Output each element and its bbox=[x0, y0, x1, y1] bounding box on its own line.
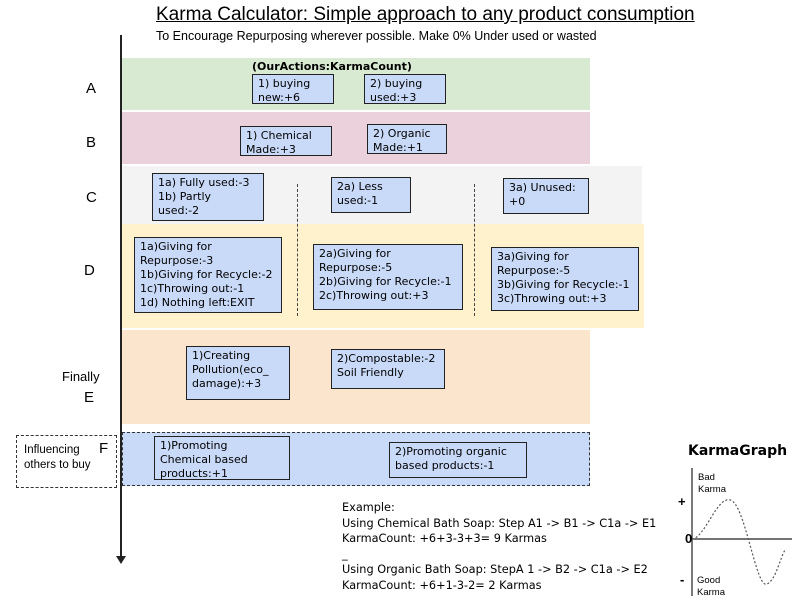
example-line-4: KarmaCount: +6+1-3-2= 2 Karmas bbox=[342, 578, 542, 592]
row-label-finally: Finally bbox=[62, 369, 100, 384]
node-d1-fully-used-options: 1a)Giving for Repurpose:-3 1b)Giving for… bbox=[134, 237, 282, 313]
row-label-d: D bbox=[84, 262, 95, 279]
page-title: Karma Calculator: Simple approach to any… bbox=[156, 4, 695, 25]
karma-graph-good-label: Good Karma bbox=[697, 575, 725, 598]
vertical-axis bbox=[120, 35, 122, 560]
karma-graph-bad-label: Bad Karma bbox=[698, 472, 726, 495]
node-b2-organic-made: 2) Organic Made:+1 bbox=[367, 124, 447, 154]
row-label-c: C bbox=[86, 189, 97, 206]
example-block: Example: Using Chemical Bath Soap: Step … bbox=[342, 500, 656, 593]
band-b bbox=[122, 112, 590, 164]
example-line-2: KarmaCount: +6+3-3+3= 9 Karmas bbox=[342, 532, 547, 545]
axis-arrow-icon bbox=[116, 556, 126, 564]
node-a2-buying-used: 2) buying used:+3 bbox=[364, 74, 446, 104]
row-label-f: F bbox=[99, 440, 109, 457]
karma-graph-title: KarmaGraph bbox=[688, 443, 788, 459]
node-e1-creating-pollution: 1)Creating Pollution(eco_ damage):+3 bbox=[186, 346, 290, 400]
row-label-b: B bbox=[86, 134, 97, 151]
node-c1-used: 1a) Fully used:-3 1b) Partly used:-2 bbox=[152, 173, 264, 221]
node-d3-unused-options: 3a)Giving for Repurpose:-5 3b)Giving for… bbox=[491, 247, 639, 311]
page-subtitle: To Encourage Repurposing wherever possib… bbox=[156, 29, 597, 43]
example-heading: Example: bbox=[342, 501, 395, 514]
karma-graph-curve bbox=[691, 499, 786, 585]
node-c2-less-used: 2a) Less used:-1 bbox=[331, 177, 411, 213]
node-f2-promoting-organic: 2)Promoting organic based products:-1 bbox=[389, 442, 527, 478]
karma-graph bbox=[691, 468, 792, 596]
influencing-label: Influencing others to buy bbox=[24, 444, 91, 471]
band-a bbox=[122, 58, 590, 110]
node-f1-promoting-chemical: 1)Promoting Chemical based products:+1 bbox=[154, 436, 290, 480]
example-line-1: Using Chemical Bath Soap: Step A1 -> B1 … bbox=[342, 516, 657, 530]
karma-graph-zero: 0 bbox=[685, 531, 693, 546]
karma-graph-plus: + bbox=[678, 494, 686, 509]
separator-2 bbox=[474, 184, 475, 316]
section-header: (OurActions:KarmaCount) bbox=[252, 60, 412, 73]
example-line-3: Using Organic Bath Soap: StepA 1 -> B2 -… bbox=[342, 563, 648, 576]
influencing-label-box bbox=[16, 435, 117, 488]
node-b1-chemical-made: 1) Chemical Made:+3 bbox=[240, 126, 332, 156]
node-d2-less-used-options: 2a)Giving for Repurpose:-5 2b)Giving for… bbox=[313, 244, 463, 310]
node-c3-unused: 3a) Unused: +0 bbox=[503, 178, 589, 214]
row-label-a: A bbox=[86, 80, 97, 97]
separator-1 bbox=[297, 184, 298, 316]
node-e2-compostable: 2)Compostable:-2 Soil Friendly bbox=[331, 349, 445, 389]
row-label-e: E bbox=[84, 389, 95, 406]
karma-graph-minus: - bbox=[680, 572, 685, 587]
node-a1-buying-new: 1) buying new:+6 bbox=[252, 74, 334, 104]
example-separator: _ bbox=[342, 547, 348, 561]
